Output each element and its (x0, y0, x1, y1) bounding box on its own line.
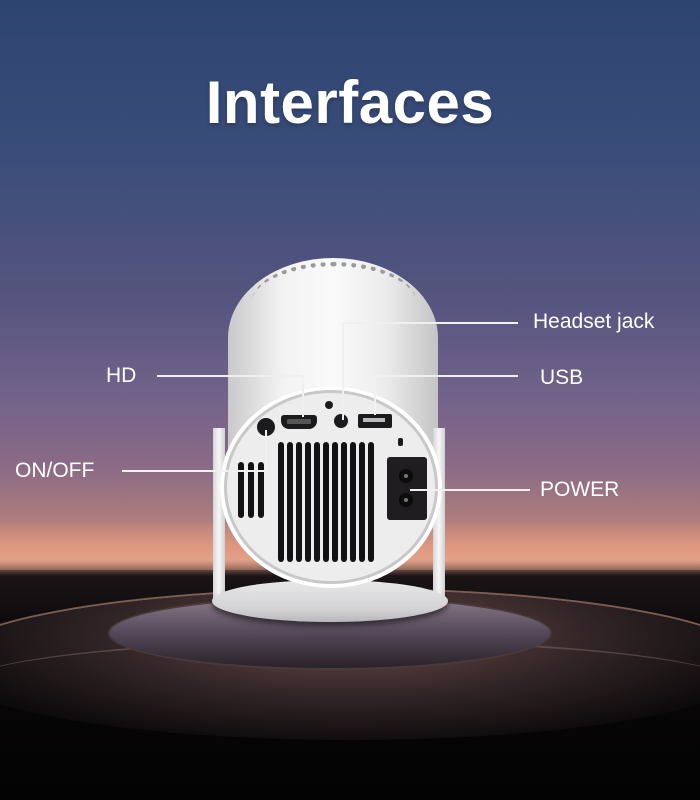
label-headset-jack: Headset jack (533, 310, 655, 333)
page-title: Interfaces (205, 69, 495, 136)
vent-slot (314, 442, 320, 562)
callout-line-hd (157, 375, 303, 377)
socket-pin-icon (399, 493, 413, 507)
vent-slot (296, 442, 302, 562)
callout-line-hd (302, 375, 304, 417)
label-power: POWER (540, 478, 620, 501)
vent-slot (368, 442, 374, 562)
power-button-icon (257, 418, 275, 436)
callout-line-usb (374, 375, 518, 377)
vent-slot (258, 462, 264, 518)
headset-jack-icon (334, 414, 348, 428)
indicator-led (325, 401, 333, 409)
label-on-off: ON/OFF (15, 459, 95, 482)
ac-power-socket-icon (387, 457, 427, 520)
vent-slot (278, 442, 284, 562)
socket-pin-icon (399, 469, 413, 483)
vent-slot (359, 442, 365, 562)
label-hd: HD (106, 364, 137, 387)
small-hole-icon (398, 438, 403, 446)
vent-slot (248, 462, 254, 518)
callout-line-headset (342, 322, 518, 324)
usb-port-icon (358, 414, 392, 428)
callout-line-onoff (122, 470, 267, 472)
callout-line-usb (374, 375, 376, 415)
vent-slot (323, 442, 329, 562)
callout-line-headset (342, 322, 344, 420)
label-usb: USB (540, 366, 584, 389)
callout-line-power (410, 489, 530, 491)
vent-slot (341, 442, 347, 562)
vent-slot (305, 442, 311, 562)
callout-line-onoff (265, 430, 267, 471)
vent-slot (287, 442, 293, 562)
vent-slot (350, 442, 356, 562)
vent-slot (238, 462, 244, 518)
speaker-grill (252, 262, 416, 311)
hdmi-port-icon (281, 415, 317, 429)
vent-slot (332, 442, 338, 562)
